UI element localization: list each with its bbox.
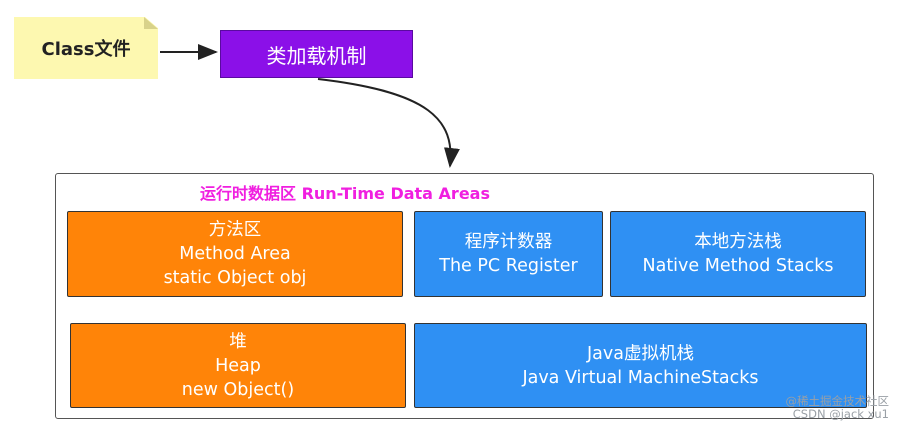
native-method-stacks-box: 本地方法栈 Native Method Stacks	[610, 211, 866, 297]
pc-register-box: 程序计数器 The PC Register	[414, 211, 603, 297]
runtime-data-areas-title: 运行时数据区 Run-Time Data Areas	[200, 184, 490, 203]
heap-code: new Object()	[181, 379, 295, 400]
pc-register-en: The PC Register	[439, 256, 578, 276]
watermark-line-2: CSDN @jack xu1	[792, 407, 889, 421]
method-area-code: static Object obj	[163, 268, 307, 288]
method-area-box: 方法区 Method Area static Object obj	[67, 211, 403, 297]
class-file-label: Class文件	[41, 39, 131, 60]
native-stacks-cn: 本地方法栈	[694, 232, 782, 252]
arrow-loader-to-runtime	[317, 78, 460, 168]
jvm-stacks-en: Java Virtual MachineStacks	[522, 367, 759, 388]
jvm-stacks-box: Java虚拟机栈 Java Virtual MachineStacks	[414, 323, 867, 408]
jvm-stacks-cn: Java虚拟机栈	[587, 343, 694, 364]
watermark: @稀土掘金技术社区 CSDN @jack xu1	[786, 395, 890, 421]
class-file-note: Class文件	[14, 17, 158, 79]
heap-en: Heap	[215, 355, 261, 376]
method-area-cn: 方法区	[208, 220, 262, 240]
pc-register-cn: 程序计数器	[464, 232, 553, 252]
heap-box: 堆 Heap new Object()	[70, 323, 406, 408]
heap-cn: 堆	[229, 331, 247, 352]
method-area-en: Method Area	[179, 244, 291, 264]
class-loader-label: 类加载机制	[266, 43, 367, 68]
class-loader-box: 类加载机制	[220, 30, 413, 78]
native-stacks-en: Native Method Stacks	[642, 256, 834, 276]
watermark-line-1: @稀土掘金技术社区	[785, 394, 890, 408]
